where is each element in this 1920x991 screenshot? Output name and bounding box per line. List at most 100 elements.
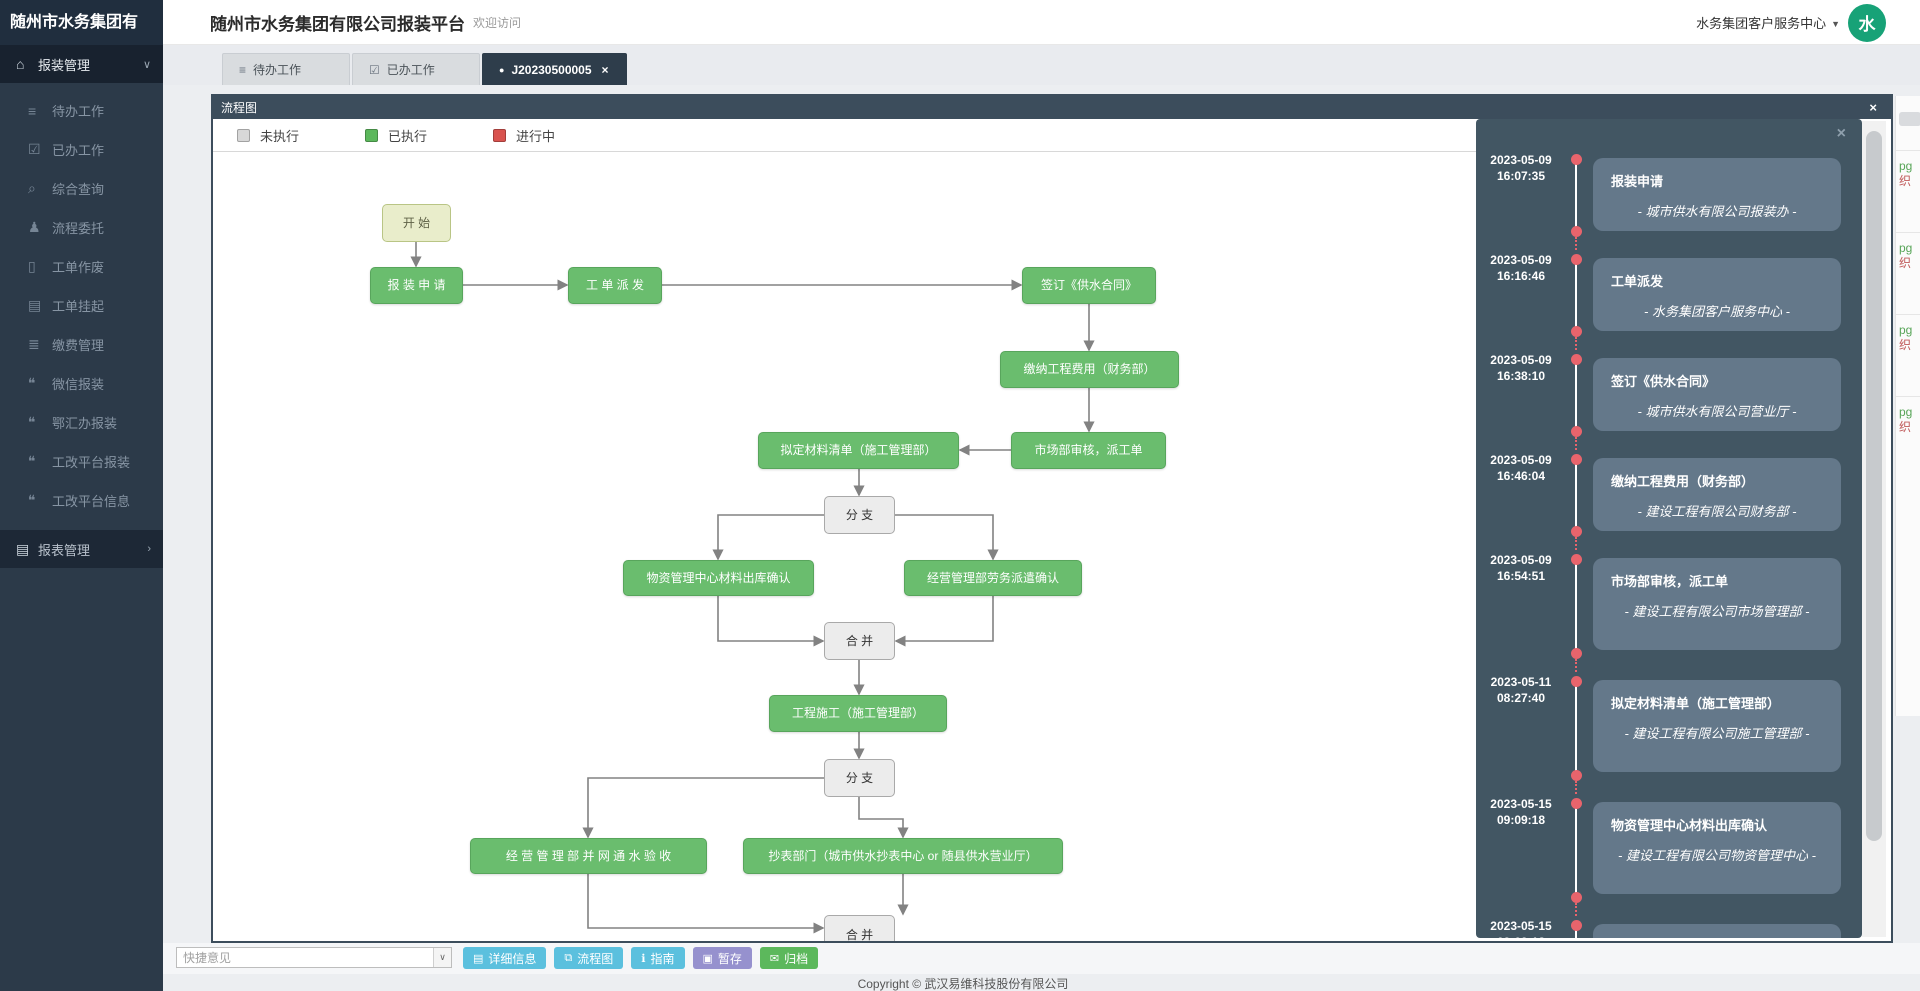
flow-node-n7: 物资管理中心材料出库确认 [623,560,814,596]
timeline-card: 物资管理中心材料出库确认- 建设工程有限公司物资管理中心 - [1593,802,1841,894]
flow-node-g1: 分 支 [824,496,895,534]
sidebar-item-工单挂起[interactable]: ▤工单挂起 [0,286,163,325]
chevron-right-icon: › [147,543,151,555]
timeline-card-org: - 建设工程有限公司施工管理部 - [1611,724,1823,743]
timeline-card-org: - 水务集团客户服务中心 - [1611,302,1823,321]
timeline-date: 2023-05-0916:38:10 [1478,352,1564,384]
timeline-date-text: 2023-05-15 [1478,918,1564,934]
modal-scrollbar-thumb[interactable] [1866,131,1882,841]
flow-edge-7 [718,515,824,559]
timeline-date: 2023-05-1509:09:18 [1478,796,1564,828]
toolbar-buttons: ▤详细信息 ⧉流程图 ℹ指南 ▣暂存 ✉归档 [463,947,818,969]
sidebar-item-label: 流程委托 [52,218,104,237]
sidebar-item-微信报装[interactable]: ❝微信报装 [0,364,163,403]
timeline-date-text: 2023-05-11 [1478,674,1564,690]
timeline-dotted-line [1575,437,1577,450]
button-label: 归档 [784,950,808,967]
sidebar-item-label: 工单作废 [52,257,104,276]
copyright: Copyright © 武汉易维科技股份有限公司 [163,975,1763,991]
暂存-button[interactable]: ▣暂存 [693,947,752,969]
流程图-button[interactable]: ⧉流程图 [554,947,623,969]
timeline-dot [1571,254,1582,265]
sidebar-item-label: 已办工作 [52,140,104,159]
modal-close-icon[interactable]: × [1869,100,1877,115]
app-logo: 随州市水务集团有 [0,0,163,45]
avatar[interactable]: 水 [1848,4,1886,42]
sidebar-item-已办工作[interactable]: ☑已办工作 [0,130,163,169]
sidebar-item-工单作废[interactable]: ▯工单作废 [0,247,163,286]
timeline-dot [1571,354,1582,365]
attachment-sliver: pg织pg织pg织pg织 [1895,96,1920,716]
timeline-close-icon[interactable]: × [1837,125,1846,143]
file-flag-icon: ▤ [28,297,52,314]
timeline-date-text: 2023-05-09 [1478,552,1564,568]
select-caret-icon[interactable]: ∨ [433,948,451,967]
sidebar-item-工改平台信息[interactable]: ❝工改平台信息 [0,481,163,520]
button-label: 暂存 [718,950,742,967]
sidebar-group-baozhuang[interactable]: ⌂ 报装管理 ∨ [0,45,163,83]
timeline-time-text: 16:16:46 [1478,268,1564,284]
timeline-card-org: - 城市供水有限公司营业厅 - [1611,402,1823,421]
sidebar-item-工改平台报装[interactable]: ❝工改平台报装 [0,442,163,481]
sidebar-item-label: 工单挂起 [52,296,104,315]
flow-node-n9: 工程施工（施工管理部） [769,695,947,732]
flow-edge-8 [895,515,993,559]
attachment-filename-fragment: pg [1899,241,1920,255]
modal-body: 开 始报 装 申 请工 单 派 发签订《供水合同》缴纳工程费用（财务部）拟定材料… [213,119,1891,941]
sidebar-group-baobiao[interactable]: ▤ 报表管理 › [0,530,163,568]
tab-已办工作[interactable]: ☑已办工作 [352,53,480,85]
timeline-time-text: 16:54:51 [1478,568,1564,584]
sliver-panel-edge [1899,112,1920,126]
timeline-dot [1571,770,1582,781]
timeline-date: 2023-05-0916:46:04 [1478,452,1564,484]
timeline-dot [1571,226,1582,237]
modal-scrollbar[interactable] [1862,121,1886,937]
flow-edge-10 [896,596,993,641]
attachment-cell: pg织 [1896,396,1920,478]
file-icon: ▯ [28,258,52,275]
sidebar-item-待办工作[interactable]: ≡待办工作 [0,91,163,130]
tab-待办工作[interactable]: ≡待办工作 [222,53,350,85]
sidebar-item-流程委托[interactable]: ♟流程委托 [0,208,163,247]
timeline-dot [1571,798,1582,809]
flow-node-n11: 抄表部门（城市供水抄表中心 or 随县供水营业厅） [743,838,1063,874]
legend-label: 未执行 [260,126,299,145]
comment-icon: ❝ [28,414,52,431]
sidebar-group-label: 报表管理 [38,540,90,559]
sidebar-item-综合查询[interactable]: ⌕综合查询 [0,169,163,208]
timeline-dotted-line [1575,337,1577,350]
timeline-panel: × 2023-05-0916:07:35报装申请- 城市供水有限公司报装办 -2… [1476,119,1862,938]
timeline-date: 2023-05-0916:54:51 [1478,552,1564,584]
timeline-card: 签订《供水合同》- 城市供水有限公司营业厅 - [1593,358,1841,431]
button-label: 详细信息 [488,950,536,967]
flow-diagram-modal: 流程图 × 开 始报 装 申 请工 单 派 发签订《供水合同》缴纳工程费用（财务… [211,94,1893,943]
tab-J20230500005[interactable]: ●J20230500005× [482,53,627,85]
timeline-line [1575,158,1577,230]
legend-swatch [365,129,378,142]
timeline-card-title: 物资管理中心材料出库确认 [1611,815,1823,834]
指南-button[interactable]: ℹ指南 [631,947,684,969]
quick-opinion-select[interactable]: 快捷意见 ∨ [176,947,452,968]
详细信息-button[interactable]: ▤详细信息 [463,947,546,969]
check-square-icon: ☑ [369,63,380,77]
flow-node-start: 开 始 [382,204,451,242]
timeline-dot [1571,526,1582,537]
sidebar-item-label: 综合查询 [52,179,104,198]
归档-button[interactable]: ✉归档 [760,947,818,969]
tab-close-icon[interactable]: × [602,63,609,77]
legend-swatch [237,129,250,142]
flow-node-n1: 报 装 申 请 [370,267,463,304]
comment-icon: ❝ [28,492,52,509]
sidebar-item-缴费管理[interactable]: ≣缴费管理 [0,325,163,364]
timeline-card-org: - 建设工程有限公司市场管理部 - [1611,602,1823,621]
bottom-toolbar: 快捷意见 ∨ ▤详细信息 ⧉流程图 ℹ指南 ▣暂存 ✉归档 [163,943,1920,974]
sidebar: 随州市水务集团有 ⌂ 报装管理 ∨ ≡待办工作☑已办工作⌕综合查询♟流程委托▯工… [0,0,163,991]
timeline-line [1575,458,1577,530]
sidebar-item-鄂汇办报装[interactable]: ❝鄂汇办报装 [0,403,163,442]
attachment-text-fragment: 织 [1899,337,1920,353]
timeline-time-text: 09:09:18 [1478,812,1564,828]
user-menu[interactable]: 水务集团客户服务中心 ▼ 水 [1696,0,1886,45]
timeline-card: 市场部审核，派工单- 建设工程有限公司市场管理部 - [1593,558,1841,650]
tab-label: J20230500005 [511,63,591,77]
